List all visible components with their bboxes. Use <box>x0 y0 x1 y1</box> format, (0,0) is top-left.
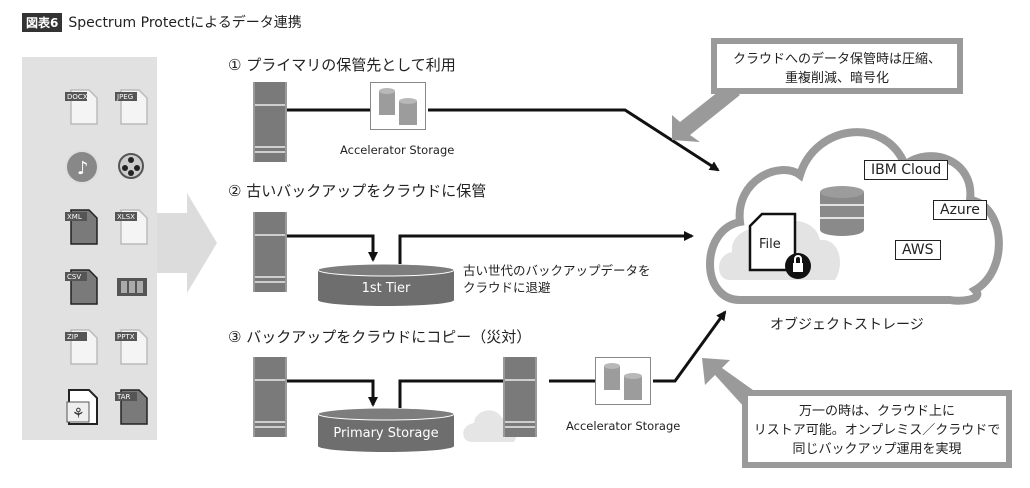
file-label: File <box>759 237 781 252</box>
primary-storage-label: Primary Storage <box>333 426 439 441</box>
figure-title: 図表6 Spectrum Protectによるデータ連携 <box>22 12 302 32</box>
flow-line-3d <box>653 310 727 383</box>
flow-line-2a <box>287 234 378 262</box>
object-storage-caption: オブジェクトストレージ <box>770 317 924 333</box>
svg-text:PPTX: PPTX <box>117 333 135 341</box>
figure-badge: 図表6 <box>22 12 63 32</box>
callout-bottom: 万一の時は、クラウド上に リストア可能。オンプレミス／クラウドで 同じバックアッ… <box>742 390 1012 468</box>
svg-text:JPEG: JPEG <box>116 93 133 101</box>
archive-note-line2: クラウドに退避 <box>463 280 551 295</box>
svg-text:XML: XML <box>67 213 82 221</box>
database-icon <box>820 186 864 236</box>
svg-text:⚘: ⚘ <box>72 406 85 422</box>
first-tier-storage: 1st Tier <box>317 263 455 306</box>
accelerator-storage-label: Accelerator Storage <box>340 143 455 157</box>
zip-file-icon: ZIP <box>65 328 99 366</box>
xlsx-file-icon: XLSX <box>115 208 149 246</box>
provider-aws: AWS <box>895 240 941 260</box>
server-icon <box>253 212 287 292</box>
scenario-1-label: ① プライマリの保管先として利用 <box>228 56 456 74</box>
svg-text:ZIP: ZIP <box>67 333 78 341</box>
tar-file-icon: TAR <box>115 388 149 426</box>
film-strip-icon <box>115 268 149 306</box>
csv-file-icon: CSV <box>65 268 99 306</box>
xml-file-icon: XML <box>65 208 99 246</box>
server-icon <box>253 82 287 162</box>
first-tier-label: 1st Tier <box>361 281 411 296</box>
provider-ibm-cloud: IBM Cloud <box>864 160 949 180</box>
scenario-2-label: ② 古いバックアップをクラウドに保管 <box>228 182 487 200</box>
flow-line-3b <box>398 379 518 409</box>
svg-text:CSV: CSV <box>67 273 81 281</box>
callout-bottom-line1: 万一の時は、クラウド上に <box>798 404 955 419</box>
svg-text:TAR: TAR <box>116 393 131 401</box>
figure-title-text: Spectrum Protectによるデータ連携 <box>68 15 302 31</box>
server-icon <box>253 357 287 437</box>
pdf-file-icon: ⚘ <box>65 388 99 426</box>
callout-top: クラウドへのデータ保管時は圧縮、 重複削減、暗号化 <box>711 38 963 94</box>
archive-note: 古い世代のバックアップデータを クラウドに退避 <box>463 262 651 296</box>
svg-text:DOCX: DOCX <box>67 93 88 101</box>
provider-azure: Azure <box>933 200 987 220</box>
accelerator-storage-icon <box>595 357 651 405</box>
accelerator-storage-label: Accelerator Storage <box>566 419 681 433</box>
pptx-file-icon: PPTX <box>115 328 149 366</box>
flow-line-1b <box>428 108 720 172</box>
flow-line-3a <box>287 379 378 407</box>
docx-file-icon: DOCX <box>65 88 99 126</box>
accelerator-storage-icon <box>370 82 426 130</box>
callout-top-line2: 重複削減、暗号化 <box>784 71 889 86</box>
svg-text:♪: ♪ <box>77 158 89 179</box>
music-file-icon: ♪ <box>65 148 99 186</box>
callout-bottom-line2: リストア可能。オンプレミス／クラウドで <box>753 423 1001 438</box>
svg-text:XLSX: XLSX <box>117 213 135 221</box>
callout-top-arrow <box>672 80 740 142</box>
panel-arrow-icon <box>157 193 217 293</box>
server-icon <box>503 357 537 437</box>
flow-line-2b <box>398 231 694 264</box>
callout-top-line1: クラウドへのデータ保管時は圧縮、 <box>732 52 941 67</box>
callout-bottom-line3: 同じバックアップ運用を実現 <box>792 442 962 457</box>
video-reel-icon <box>115 148 149 186</box>
archive-note-line1: 古い世代のバックアップデータを <box>463 263 651 278</box>
primary-storage: Primary Storage <box>317 407 455 452</box>
scenario-3-label: ③ バックアップをクラウドにコピー（災対） <box>228 328 532 346</box>
jpeg-file-icon: JPEG <box>115 88 149 126</box>
